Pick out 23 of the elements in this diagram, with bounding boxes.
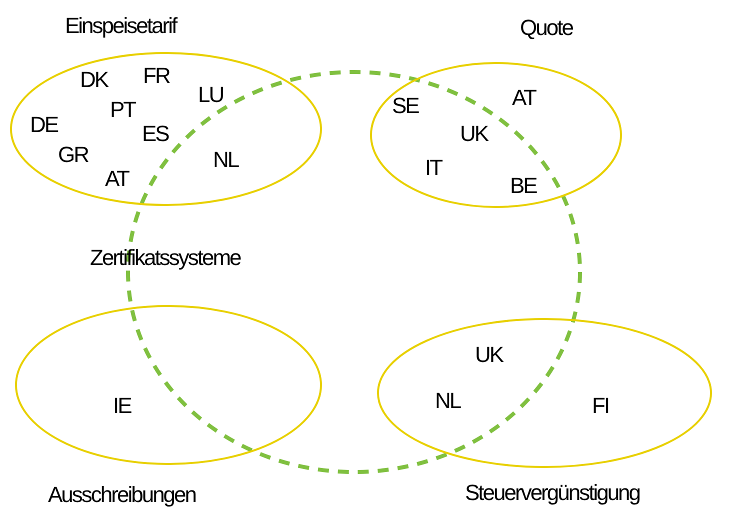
group-heading: Einspeisetarif — [65, 14, 176, 38]
country-code: BE — [510, 174, 536, 198]
country-code: GR — [58, 143, 88, 167]
country-code: LU — [198, 83, 224, 107]
country-code: SE — [392, 94, 418, 118]
country-code: FR — [143, 64, 170, 88]
country-code: DE — [30, 113, 58, 137]
group-heading: Zertifikatssysteme — [90, 246, 240, 270]
country-code: AT — [105, 167, 128, 191]
group-heading: Ausschreibungen — [48, 483, 196, 507]
country-code: IT — [425, 156, 442, 180]
country-code: PT — [110, 98, 136, 122]
country-code: DK — [80, 68, 108, 92]
country-code: NL — [435, 389, 460, 413]
country-code: UK — [475, 343, 503, 367]
country-code: AT — [512, 86, 536, 110]
group-heading: Quote — [520, 16, 572, 40]
country-code: FI — [592, 394, 609, 418]
group-heading: Steuervergünstigung — [465, 481, 640, 505]
country-code: NL — [213, 148, 238, 172]
country-code: IE — [113, 394, 131, 418]
country-code: ES — [142, 122, 168, 146]
country-code: UK — [460, 122, 488, 146]
